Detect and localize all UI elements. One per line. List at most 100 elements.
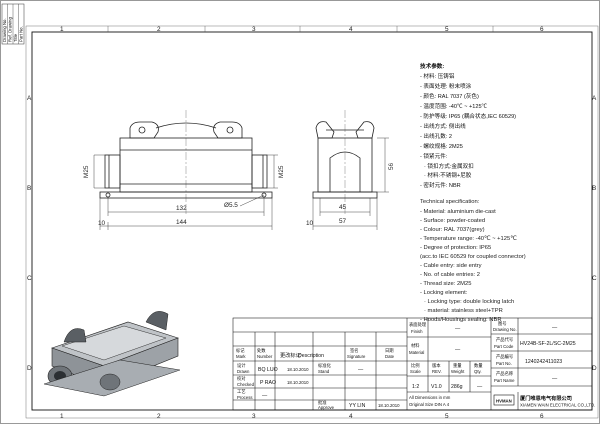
col-bottom-2: 2 — [157, 413, 161, 420]
std-en: Stand — [318, 369, 330, 374]
col-bottom-5: 5 — [445, 413, 449, 420]
col-top-1: 1 — [60, 26, 64, 33]
spec-en-line: - Temperature range: -40℃ ~ +125℃ — [420, 236, 517, 242]
right-latch — [213, 121, 243, 139]
margin-drawing-no: Drawing No. — [2, 18, 7, 42]
part-name-val: — — [552, 376, 558, 382]
column-labels-bottom: 1 2 3 4 5 6 — [60, 413, 544, 420]
margin-part-no: Part No. — [19, 26, 24, 42]
row-D-right: D — [592, 365, 597, 372]
spec-en-line: - Thread size: 2M25 — [420, 281, 471, 287]
front-dimensions — [93, 154, 278, 230]
spec-en-line: · material: stainless steel+TPR — [424, 308, 503, 314]
dim-m25-mid: M25 — [278, 165, 285, 178]
mounting-flange — [99, 191, 273, 199]
hdr-desc-cn: 更改标记 — [280, 351, 301, 359]
spec-en-title: Technical specification: — [420, 199, 480, 205]
hdr-date-en: Date — [385, 354, 395, 359]
row-B: B — [27, 185, 31, 192]
company-name-cn: 厦门唯恩电气有限公司 — [520, 394, 572, 402]
dim-10-side: 10 — [306, 220, 314, 227]
scale-en: Scale — [410, 369, 421, 374]
title-block — [232, 317, 593, 411]
dim-144: 144 — [176, 219, 187, 226]
col-bottom-6: 6 — [540, 413, 544, 420]
col-top-3: 3 — [252, 26, 256, 33]
part-name-cn: 产品名称 — [496, 370, 514, 377]
checked-date: 18.10.2010 — [287, 380, 309, 385]
spec-cn-line: - 锁紧元件: — [420, 152, 448, 160]
dim-10-left: 10 — [98, 220, 106, 227]
row-B-right: B — [592, 185, 596, 192]
front-view — [99, 110, 273, 214]
part-no-cn: 产品编号 — [496, 353, 513, 360]
dim-56: 56 — [388, 162, 395, 170]
margin-title: Title — [13, 33, 18, 42]
spec-en-line: - Surface: powder-coated — [420, 218, 485, 224]
material-val: — — [455, 347, 461, 353]
row-A-right: A — [592, 95, 597, 102]
spec-cn-line: - 密封元件: NBR — [420, 181, 461, 189]
hdr-sign-en: Signature — [347, 354, 366, 359]
process-cn: 工艺 — [237, 389, 246, 394]
part-code-en: Part Code — [494, 344, 514, 349]
spec-cn-block: 技术参数: - 材料: 压铸铝 - 表面处理: 粉末喷涂 - 颜色: RAL 7… — [420, 62, 516, 189]
side-cable-entry — [329, 151, 361, 192]
row-labels: A B C D A B C D — [27, 95, 597, 372]
part-code-cn: 产品代号 — [496, 336, 513, 343]
dim-hole: Ø5.5 — [224, 202, 238, 209]
col-bottom-3: 3 — [252, 413, 256, 420]
col-bottom-1: 1 — [60, 413, 64, 420]
border-band — [25, 25, 599, 419]
scale-cn: 比例 — [411, 362, 420, 369]
left-latch — [129, 121, 159, 139]
hdr-num-en: Number — [257, 354, 273, 359]
spec-cn-line: - 材料: 压铸铝 — [420, 72, 455, 80]
qty-en: Qty. — [474, 369, 482, 374]
rev-en: REV. — [432, 369, 442, 374]
material-en: Material — [409, 350, 424, 355]
column-labels-top: 1 2 3 4 5 6 — [60, 26, 544, 33]
approve-name: YY LIN — [349, 403, 366, 409]
scale-val: 1:2 — [412, 384, 419, 390]
approve-date: 18.10.2010 — [378, 403, 400, 408]
process-name: — — [262, 393, 268, 399]
col-top-6: 6 — [540, 26, 544, 33]
drawing-no-en: Drawing No. — [493, 327, 517, 332]
spec-cn-line: · 锁扣方式:金属双扣 — [424, 162, 474, 170]
hdr-mark-en: Mark — [236, 354, 246, 359]
spec-en-line: · Locking type: double locking latch — [424, 299, 514, 305]
side-latch-right — [355, 121, 375, 139]
title-block-labels: 标记 Mark 处数 Number 更改标记 Description 签名 Si… — [236, 321, 576, 410]
row-C-right: C — [592, 275, 597, 282]
checked-name: P RAO — [260, 380, 276, 386]
spec-en-line: - Degree of protection: IP65 — [420, 245, 491, 251]
spec-en-line: (acc.to IEC 60529 for coupled connector) — [420, 254, 526, 260]
spec-cn-line: - 表面处理: 粉末喷涂 — [420, 82, 472, 90]
rev-val: V1.0 — [431, 384, 442, 390]
drawn-name: BQ LUO — [258, 367, 278, 373]
checked-en: Checked — [237, 382, 255, 387]
drawn-date: 18.10.2010 — [287, 367, 309, 372]
checked-cn: 校对 — [237, 375, 246, 382]
std-cn: 标准化 — [318, 362, 332, 369]
margin-table: Drawing No. Ref. Drawing Title Part No. — [1, 3, 25, 45]
spec-cn-line: - 出线孔数: 2 — [420, 132, 452, 140]
spec-cn-line: - 颜色: RAL 7037 (灰色) — [420, 92, 479, 100]
spec-en-line: - No. of cable entries: 2 — [420, 272, 480, 278]
isometric-render — [43, 311, 181, 397]
weight-val: 286g — [451, 384, 463, 390]
spec-cn-line: - 温度范围: -40℃ ~ +125℃ — [420, 102, 488, 110]
col-top-4: 4 — [349, 26, 353, 33]
spec-cn-line: - 螺纹规格: 2M25 — [420, 142, 463, 150]
row-C: C — [27, 275, 32, 282]
finish-val: — — [455, 326, 461, 332]
side-view — [312, 110, 378, 214]
approve-en: Approve — [318, 405, 335, 410]
margin-ref-drawing: Ref. Drawing — [8, 17, 13, 42]
row-A: A — [27, 95, 32, 102]
hdr-num-cn: 处数 — [257, 347, 266, 354]
material-cn: 材料 — [411, 342, 420, 349]
spec-en-line: - Hoods/Housings sealing: NBR — [420, 317, 502, 323]
